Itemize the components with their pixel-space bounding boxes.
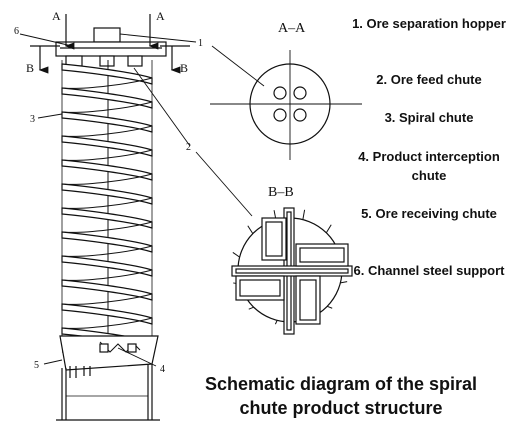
spiral-turn [61, 63, 153, 85]
bb-rim-tick [274, 320, 278, 325]
caption-text: Schematic diagram of the spiral chute pr… [204, 374, 478, 418]
section-bb-view [231, 207, 353, 335]
spiral-turn [61, 255, 153, 277]
section-title-bb: B–B [268, 185, 294, 200]
callout-4: 4 [160, 364, 165, 375]
spiral-chute-column [55, 27, 167, 421]
callout-2: 2 [186, 142, 191, 153]
legend-item-3: 3. Spiral chute [346, 108, 512, 127]
diagram-caption: Schematic diagram of the spiral chute pr… [196, 372, 486, 420]
section-markers [30, 14, 190, 74]
leader-bb [195, 151, 253, 217]
legend-item-1: 1. Ore separation hopper [346, 14, 512, 33]
bb-rim-tick [302, 209, 306, 220]
section-label-a-right: A [156, 9, 165, 23]
callout-6: 6 [14, 26, 19, 37]
legend-text-3: 3. Spiral chute [384, 110, 474, 125]
leader-aa [211, 45, 265, 87]
callout-3: 3 [30, 114, 35, 125]
spiral-turn [61, 87, 153, 109]
callout-5: 5 [34, 360, 39, 371]
legend-item-2: 2. Ore feed chute [346, 70, 512, 89]
spiral-turn [61, 135, 153, 157]
legend-item-5: 5. Ore receiving chute [346, 204, 512, 223]
legend-item-6: 6. Channel steel support [346, 261, 512, 280]
spiral-turn [61, 279, 153, 301]
spiral-turn [61, 207, 153, 229]
leader-lines [19, 33, 197, 367]
bb-rim-tick [327, 305, 333, 309]
callout-1: 1 [198, 38, 203, 49]
section-label-b-left: B [26, 61, 34, 75]
ore-receiving-chute [59, 335, 159, 371]
section-aa-view [210, 50, 362, 160]
bb-rim-tick [325, 224, 332, 234]
ore-separation-hopper [93, 27, 121, 43]
bb-rim-tick [340, 281, 348, 284]
legend-text-2: 2. Ore feed chute [376, 72, 482, 87]
legend-item-4: 4. Product interception chute [346, 147, 512, 185]
spiral-chute-turns [61, 63, 153, 353]
legend-text-5: 5. Ore receiving chute [361, 206, 497, 221]
section-label-a-left: A [52, 9, 61, 23]
legend-text-6: 6. Channel steel support [353, 263, 505, 278]
spiral-turn [61, 183, 153, 205]
spiral-turn [61, 111, 153, 133]
bb-rim-tick [232, 251, 240, 258]
legend-text-4: 4. Product interception chute [358, 149, 500, 183]
section-title-aa: A–A [278, 21, 306, 36]
spiral-turn [61, 231, 153, 253]
bb-rim-tick [248, 306, 254, 310]
legend-text-1: 1. Ore separation hopper [352, 16, 506, 31]
spiral-turn [61, 159, 153, 181]
bb-rim-tick [247, 225, 254, 234]
spiral-turn [61, 303, 153, 325]
section-label-b-right: B [180, 61, 188, 75]
